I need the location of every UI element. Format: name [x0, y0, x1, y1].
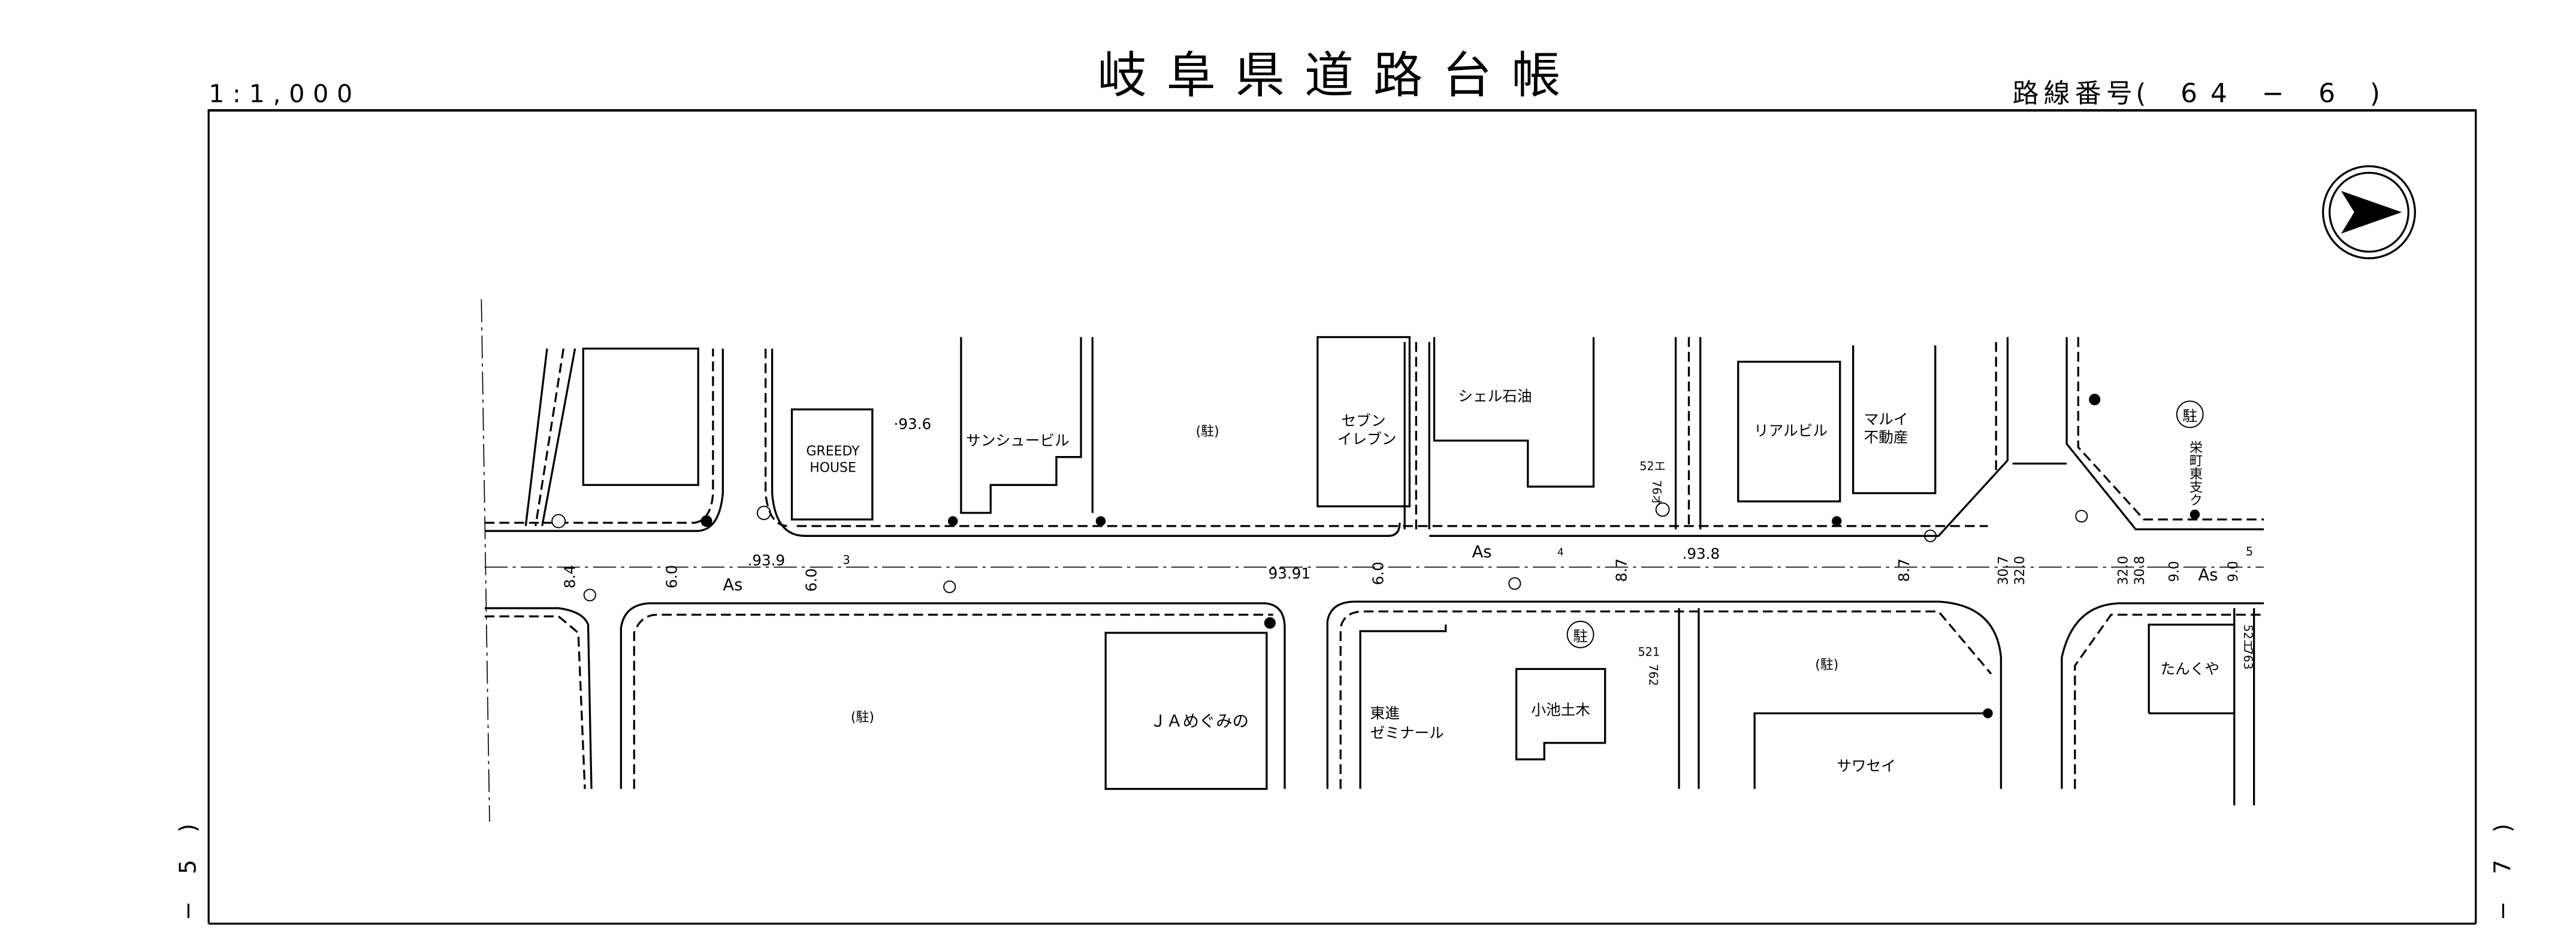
road-width: 8.7: [1612, 558, 1630, 582]
pole-number-sub: 763: [2241, 648, 2255, 670]
road-map: [481, 299, 2264, 822]
pole-number-sub: 762: [1647, 664, 1660, 686]
road-width: 32.0: [2116, 556, 2131, 585]
building-marui: マルイ: [1864, 410, 1908, 428]
right-match-marker: ( − 7 ): [2489, 814, 2516, 942]
road-width: 30.8: [2133, 556, 2148, 585]
parking-label: (駐): [1196, 424, 1219, 439]
section-tick: 4: [1557, 547, 1563, 558]
parking-circle-label: 駐: [2182, 407, 2197, 424]
building-tankuya: たんくや: [2160, 660, 2219, 678]
parking-circle-label: 駐: [1573, 627, 1588, 645]
scale-label: 1:1,000: [209, 79, 361, 108]
road-width: 32.0: [2013, 556, 2028, 585]
building-greedy-house-2: HOUSE: [810, 460, 856, 475]
parking-label: (駐): [851, 710, 874, 725]
building-ja: ＪＡめぐみの: [1150, 712, 1249, 730]
section-tick: 3: [842, 553, 850, 567]
pavement-as: As: [723, 576, 742, 594]
building-seven-eleven: セブン: [1342, 412, 1386, 430]
pavement-as: As: [1472, 543, 1492, 561]
left-match-marker: ( − 5 ): [174, 814, 201, 942]
building-sunshu: サンシュービル: [966, 432, 1070, 449]
pole-number-sub: 76オ: [1650, 480, 1663, 506]
building-shell: シェル石油: [1458, 387, 1532, 404]
road-width: 8.4: [561, 565, 579, 588]
pole-number: 52エ: [2241, 624, 2255, 651]
elevation-label: ·93.6: [893, 415, 931, 433]
road-width: 9.0: [2167, 561, 2182, 582]
sheet-frame: [207, 109, 2477, 924]
building-koike: 小池土木: [1531, 701, 1590, 718]
building-seven-eleven-2: イレブン: [1337, 430, 1397, 448]
map-labels: GREEDY HOUSE ·93.6 サンシュービル (駐) セブン イレブン …: [561, 387, 2255, 774]
sheet-title: 岐阜県道路台帳: [1097, 47, 1580, 104]
elevation-label: 93.91: [1269, 565, 1311, 582]
elevation-label: .93.8: [1683, 545, 1720, 563]
pole-number: 521: [1638, 645, 1660, 659]
building-sakaemachi: 栄町東支ク: [2187, 440, 2202, 506]
pavement-as: As: [2198, 566, 2218, 584]
section-tick: 5: [2246, 545, 2253, 558]
building-sawasei: サワセイ: [1837, 757, 1896, 774]
building-greedy-house: GREEDY: [807, 444, 860, 459]
road-width: 6.0: [663, 565, 681, 588]
road-width: 8.7: [1895, 558, 1913, 582]
road-width: 6.0: [803, 568, 820, 591]
road-width: 9.0: [2226, 561, 2241, 582]
utility-symbols: [551, 394, 2200, 718]
road-width: 6.0: [1370, 561, 1387, 585]
route-number: ( 64 − 6 ): [2136, 78, 2393, 108]
road-width: 30.7: [1996, 556, 2011, 585]
route-number-label: 路線番号: [2013, 78, 2137, 108]
building-toshin: 東進: [1370, 705, 1400, 722]
parking-label: (駐): [1815, 657, 1838, 672]
building-toshin-2: ゼミナール: [1370, 724, 1444, 742]
building-real: リアルビル: [1754, 422, 1828, 439]
north-arrow-icon: [2322, 165, 2416, 259]
building-marui-2: 不動産: [1864, 428, 1908, 446]
pole-number: 52エ: [1639, 460, 1666, 473]
elevation-label: .93.9: [747, 552, 785, 569]
